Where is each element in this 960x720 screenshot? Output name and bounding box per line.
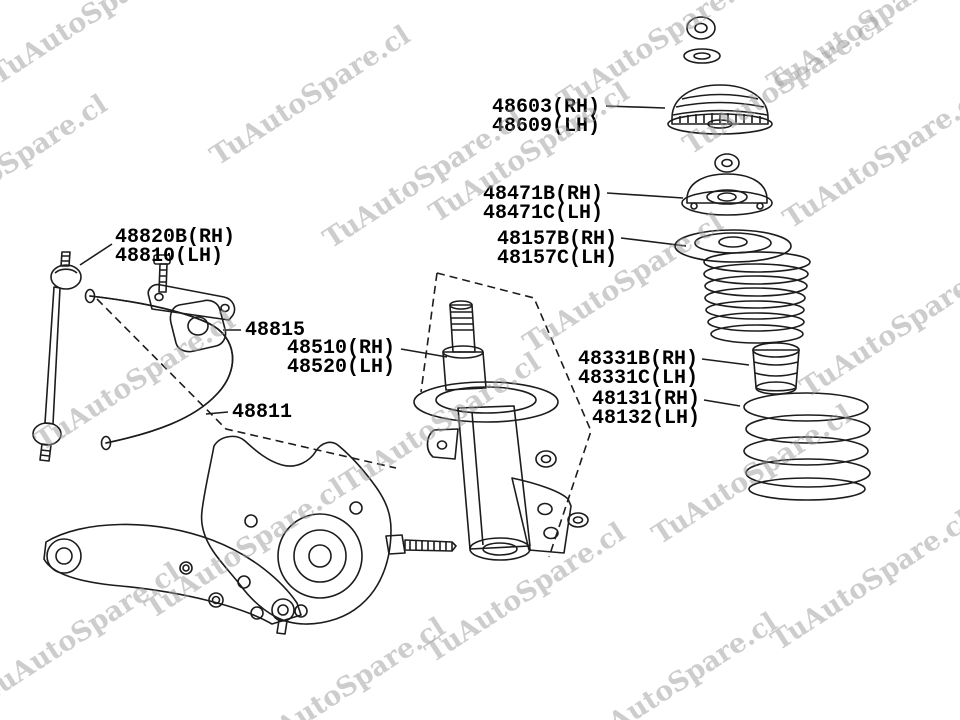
part-number-rh: 48510(RH) xyxy=(287,337,395,360)
leader-coil-spring xyxy=(703,399,741,407)
coil-spring-drawing xyxy=(743,392,871,501)
leader-bump-stopper xyxy=(701,358,750,366)
mount-bolt-drawing xyxy=(385,534,457,555)
stabilizer-bar-drawing xyxy=(84,288,234,451)
part-number: 48815 xyxy=(245,319,305,342)
watermark-text: TuAutoSpare.cl xyxy=(0,557,186,709)
stabilizer-bushing-drawing xyxy=(147,254,236,353)
strut-mount-drawing xyxy=(667,84,773,135)
watermark-text: TuAutoSpare.cl xyxy=(240,612,451,720)
part-number: 48811 xyxy=(232,401,292,424)
strut-hose-bracket xyxy=(426,428,459,460)
steering-knuckle-drawing xyxy=(200,435,392,625)
mount-washer-drawing xyxy=(683,48,721,64)
watermark-text: TuAutoSpare.cl xyxy=(0,89,113,241)
strut-washer-drawing xyxy=(567,512,589,528)
strut-knuckle-bracket xyxy=(511,477,572,554)
strut-spring-seat xyxy=(413,381,559,423)
assembly-guide-lines xyxy=(96,272,592,558)
watermark-text: TuAutoSpare.cl xyxy=(766,505,960,657)
label-coil-spring: 48131(RH) 48132(LH) xyxy=(592,388,700,430)
label-stabilizer-bushing: 48815 xyxy=(245,319,305,342)
leader-lines xyxy=(79,105,750,415)
leader-stabilizer-link xyxy=(79,243,113,266)
part-number-rh: 48603(RH) xyxy=(492,96,600,119)
part-number-lh: 48609(LH) xyxy=(492,115,600,138)
leader-support-bearing xyxy=(606,192,684,199)
shock-absorber-strut-drawing xyxy=(413,300,572,561)
label-support-bearing: 48471B(RH) 48471C(LH) xyxy=(483,183,603,225)
part-number-lh: 48520(LH) xyxy=(287,356,395,379)
label-bump-stopper: 48331B(RH) 48331C(LH) xyxy=(578,348,698,390)
label-stabilizer-link: 48820B(RH) 48810(LH) xyxy=(115,226,235,268)
watermark-text: TuAutoSpare.cl xyxy=(420,517,631,669)
part-number-rh: 48820B(RH) xyxy=(115,226,235,249)
part-number-rh: 48157B(RH) xyxy=(497,228,617,251)
leader-dust-cover xyxy=(620,237,687,247)
bump-stopper-drawing xyxy=(752,342,800,395)
leader-strut-mount xyxy=(605,105,666,109)
part-number-rh: 48331B(RH) xyxy=(578,348,698,371)
label-dust-cover: 48157B(RH) 48157C(LH) xyxy=(497,228,617,270)
label-stabilizer-bar: 48811 xyxy=(232,401,292,424)
mount-nut-drawing xyxy=(686,16,716,40)
strut-body xyxy=(457,405,531,550)
stabilizer-link-drawing xyxy=(32,251,82,462)
lower-control-arm-drawing xyxy=(43,523,302,635)
watermark-text: TuAutoSpare.cl xyxy=(0,0,196,91)
watermark-text: TuAutoSpare.cl xyxy=(778,83,960,235)
watermark-text: TuAutoSpare.cl xyxy=(140,473,351,625)
part-number-lh: 48157C(LH) xyxy=(497,247,617,270)
watermark-text: TuAutoSpare.cl xyxy=(205,20,416,172)
watermark-text: TuAutoSpare.cl xyxy=(795,252,960,404)
leader-stabilizer-bar xyxy=(205,411,229,415)
part-number-lh: 48471C(LH) xyxy=(483,202,603,225)
part-labels: 48603(RH) 48609(LH) 48471B(RH) 48471C(LH… xyxy=(115,96,700,430)
watermark-text: TuAutoSpare.cl xyxy=(572,607,783,720)
part-number-lh: 48810(LH) xyxy=(115,245,223,268)
support-bearing-drawing xyxy=(681,173,773,216)
lock-nut-drawing xyxy=(714,153,740,173)
part-number-rh: 48131(RH) xyxy=(592,388,700,411)
label-strut-mount: 48603(RH) 48609(LH) xyxy=(492,96,600,138)
dust-cover-drawing xyxy=(703,251,811,344)
part-number-rh: 48471B(RH) xyxy=(483,183,603,206)
part-number-lh: 48331C(LH) xyxy=(578,367,698,390)
watermark-text: TuAutoSpare.cl xyxy=(30,305,241,457)
strut-nut-drawing xyxy=(535,450,557,468)
leader-shock-absorber xyxy=(400,348,448,358)
part-number-lh: 48132(LH) xyxy=(592,407,700,430)
label-shock-absorber: 48510(RH) 48520(LH) xyxy=(287,337,395,379)
